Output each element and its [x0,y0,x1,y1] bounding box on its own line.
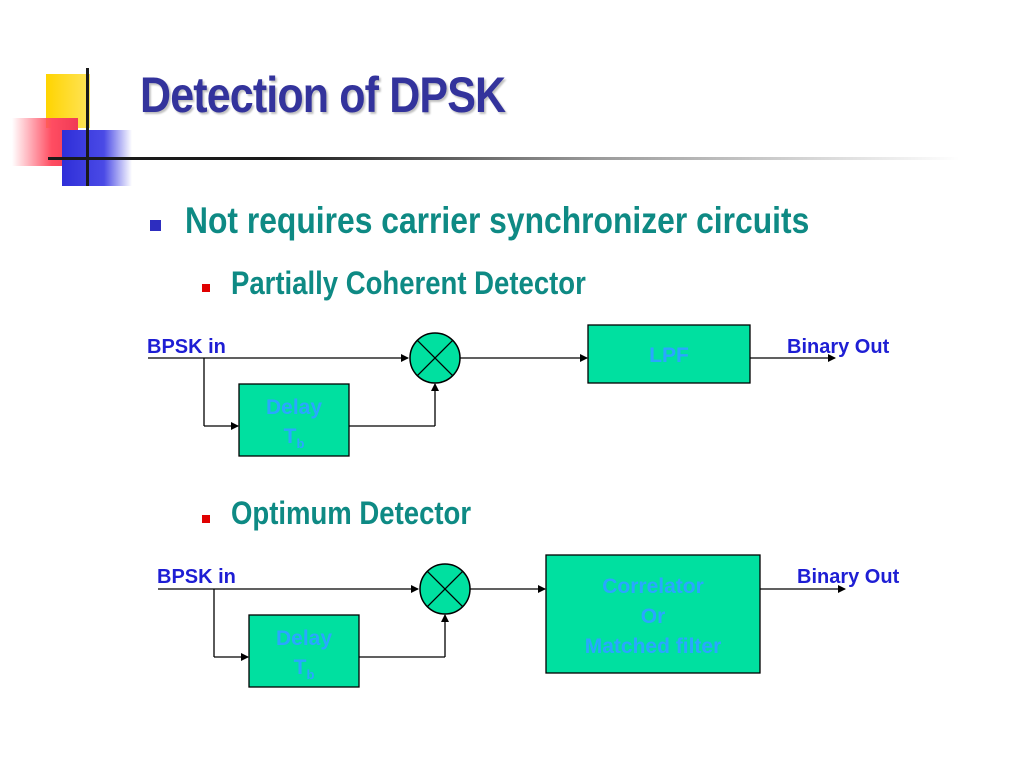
input-label: BPSK in [157,566,236,588]
optimum-diagram: Delay Tb Correlator Or Matched filter BP… [157,554,900,688]
input-label: BPSK in [147,336,226,358]
delay-symbol: Tb [284,425,305,451]
delay-block [248,614,360,688]
correlator-label-line2: Or [641,605,666,628]
delay-label: Delay [266,396,322,419]
correlator-label-line1: Correlator [602,575,704,598]
output-label: Binary Out [787,336,890,358]
lpf-block [587,324,751,384]
bullet-text-optimum: Optimum Detector [231,495,472,531]
bullet-text-partial: Partially Coherent Detector [231,265,586,301]
bullet-text-level1: Not requires carrier synchronizer circui… [185,200,810,241]
delay-block [238,383,350,457]
bullet-marker-partial [202,284,210,292]
decorative-vertical-line [86,68,89,186]
output-label: Binary Out [797,566,900,588]
multiplier-cross-b [426,570,464,608]
bullet-marker-level1 [150,220,161,231]
multiplier-cross-b [416,339,454,377]
lpf-label: LPF [649,344,689,367]
bullet-marker-optimum [202,515,210,523]
correlator-block [545,554,761,674]
delay-symbol: Tb [294,656,315,682]
slide-title: Detection of DPSK [140,67,506,123]
correlator-label-line3: Matched filter [585,635,722,658]
delay-label: Delay [276,627,332,650]
title-underline [48,157,960,160]
partial-coherent-diagram: Delay Tb LPF BPSK in Binary Out [147,324,890,457]
